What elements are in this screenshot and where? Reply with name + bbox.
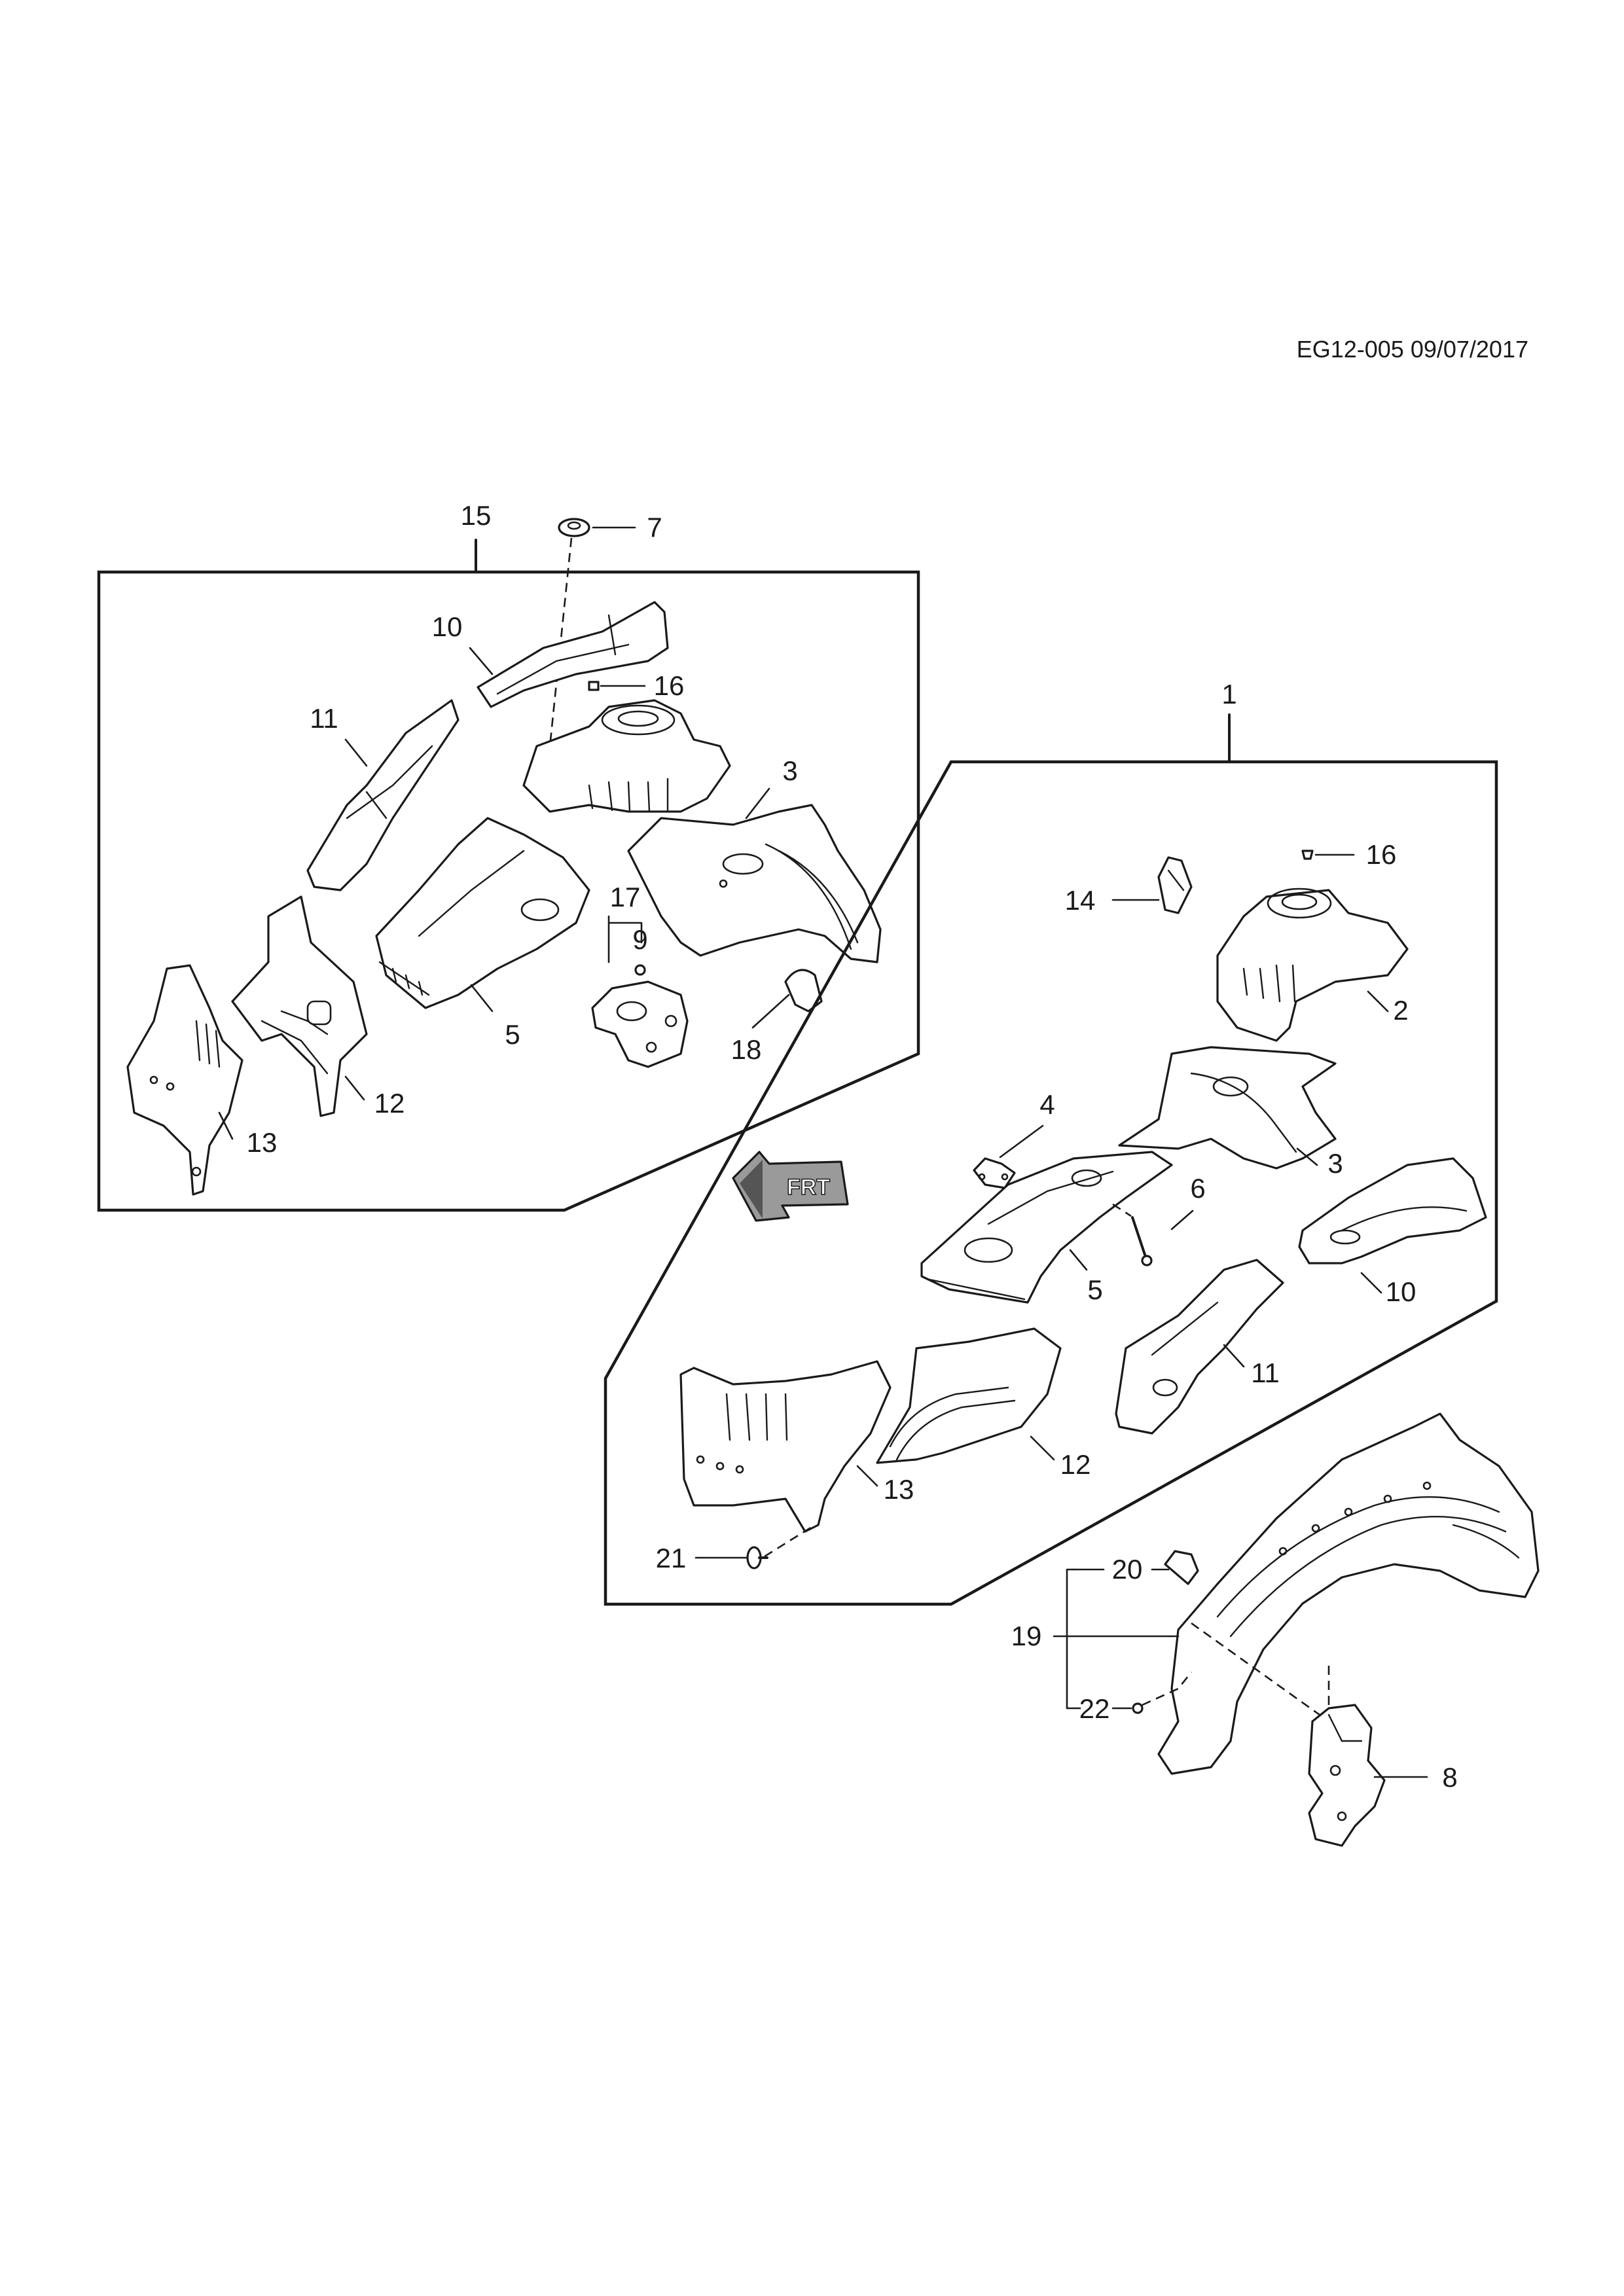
callout-15: 15 xyxy=(461,500,492,531)
callout-18: 18 xyxy=(731,1034,762,1065)
bolt-part-6 xyxy=(1112,1203,1153,1266)
wheelhouse-part-3-right xyxy=(1118,1046,1337,1170)
strut-tower-left xyxy=(522,699,731,813)
callout-12-left: 12 xyxy=(374,1088,405,1119)
callout-6: 6 xyxy=(1190,1173,1205,1204)
callout-16-left: 16 xyxy=(654,670,685,701)
assembly-1-group: 1 16 14 2 3 xyxy=(604,679,1498,1606)
assembly-15-group: 15 7 10 16 11 xyxy=(97,500,920,1212)
callout-9: 9 xyxy=(632,924,647,955)
member-part-13-left xyxy=(126,964,244,1196)
callout-13-right: 13 xyxy=(884,1474,914,1505)
member-part-13-right xyxy=(679,1360,892,1533)
callout-2: 2 xyxy=(1393,995,1408,1026)
floor-panel-part-5-left xyxy=(375,817,590,1009)
callout-3-left: 3 xyxy=(782,755,797,786)
bracket-part-20 xyxy=(1164,1550,1199,1585)
callout-5-right: 5 xyxy=(1087,1274,1102,1305)
nut-part-22 xyxy=(1132,1672,1193,1714)
rail-part-10-right xyxy=(1298,1157,1487,1265)
drawing-reference: EG12-005 09/07/2017 xyxy=(1297,336,1528,363)
strut-tower-part-2 xyxy=(1216,888,1409,1042)
callout-10-left: 10 xyxy=(432,611,463,642)
lower-right-assembly: 20 19 22 8 xyxy=(1011,1412,1540,1847)
callout-20: 20 xyxy=(1112,1554,1143,1585)
front-direction-arrow: FRT xyxy=(732,1151,849,1222)
callout-21: 21 xyxy=(656,1543,687,1573)
front-arrow-label: FRT xyxy=(787,1175,830,1200)
callout-14: 14 xyxy=(1065,885,1096,916)
callout-11-right: 11 xyxy=(1251,1357,1280,1388)
callout-4: 4 xyxy=(1039,1089,1055,1120)
callout-17: 17 xyxy=(610,882,641,912)
callout-3-right: 3 xyxy=(1327,1148,1343,1179)
clip-part-16-right xyxy=(1301,850,1314,860)
callout-22: 22 xyxy=(1079,1693,1110,1724)
rivet-part-21 xyxy=(746,1524,816,1570)
panel-part-12-right xyxy=(876,1327,1062,1464)
wheelhouse-part-3-left xyxy=(627,804,882,963)
callout-1: 1 xyxy=(1221,679,1236,709)
callout-12-right: 12 xyxy=(1060,1449,1091,1480)
wheelhouse-outer-part-19 xyxy=(1157,1412,1540,1775)
panel-part-11-right xyxy=(1115,1259,1284,1435)
callout-10-right: 10 xyxy=(1386,1276,1416,1307)
floor-panel-part-5-right xyxy=(920,1151,1173,1304)
callout-13-left: 13 xyxy=(247,1127,278,1158)
bracket-part-8 xyxy=(1308,1704,1386,1847)
clip-part-16-left xyxy=(588,681,600,691)
bracket-part-4 xyxy=(973,1157,1016,1189)
mount-bracket-left xyxy=(591,980,689,1068)
callout-11-left: 11 xyxy=(310,703,338,734)
panel-part-12-left xyxy=(231,895,368,1117)
callout-7: 7 xyxy=(647,512,662,543)
callout-5-left: 5 xyxy=(505,1019,520,1050)
callout-19: 19 xyxy=(1011,1621,1042,1651)
bracket-part-14 xyxy=(1157,856,1193,914)
callout-16-right: 16 xyxy=(1366,839,1397,870)
assembly-15-frame xyxy=(97,570,920,1212)
assembly-1-frame xyxy=(604,760,1498,1606)
callout-8: 8 xyxy=(1442,1762,1457,1793)
rail-part-10-left xyxy=(477,601,669,708)
panel-part-11-left xyxy=(306,699,460,891)
bolt-part-9 xyxy=(634,964,646,976)
